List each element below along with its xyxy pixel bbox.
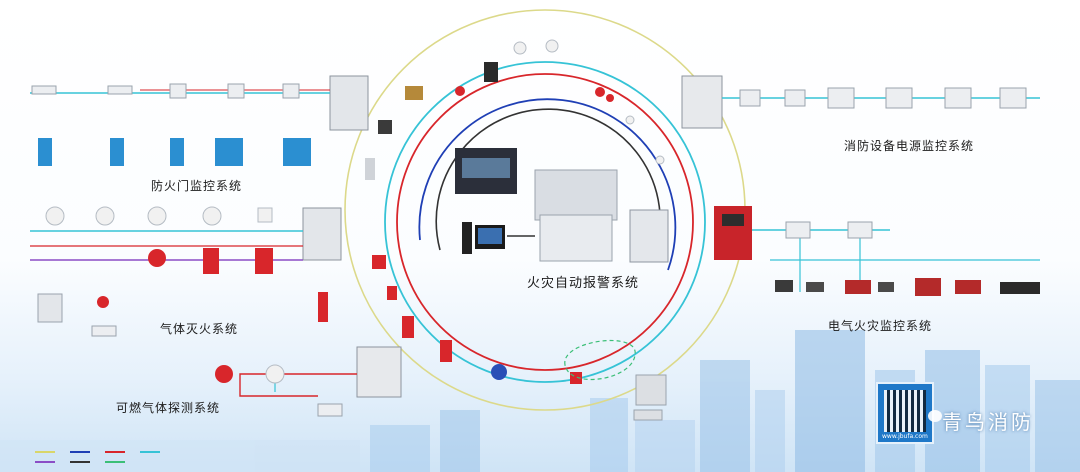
- blue-bus-arc: [418, 98, 677, 271]
- current-transformers: [775, 278, 1040, 296]
- fire-door-modules: [31, 83, 300, 99]
- fire-door-leaves: [38, 138, 311, 166]
- gas-sensor-white: [265, 364, 285, 384]
- gas-sensor-red: [215, 365, 233, 383]
- gas-detectors: [45, 206, 273, 226]
- electrical-fire-label: 电气火灾监控系统: [828, 319, 933, 333]
- combustible-gas-label: 可燃气体探测系统: [116, 401, 221, 415]
- cyan-bus-ring: [384, 61, 706, 383]
- gas-extinguish-panel: [302, 207, 342, 261]
- gas-cylinder: [318, 292, 328, 322]
- green-dashed-loop: [564, 339, 636, 380]
- electrical-modules: [785, 221, 873, 239]
- fire-door-label: 防火门监控系统: [151, 179, 243, 193]
- brand-watermark: www.jbufa.com 青鸟消防: [870, 378, 1070, 462]
- power-monitor-label: 消防设备电源监控系统: [844, 139, 975, 153]
- gas-extinguish-label: 气体灭火系统: [160, 322, 239, 336]
- fire-door-panel: [329, 75, 369, 131]
- power-monitor-modules: [739, 87, 1027, 109]
- dark-inner-arc: [435, 108, 662, 256]
- center-title: 火灾自动报警系统: [527, 276, 640, 291]
- red-bus-ring: [396, 73, 694, 371]
- gas-valve-module: [317, 403, 343, 417]
- qr-code: www.jbufa.com: [876, 382, 934, 444]
- power-monitor-panel: [681, 75, 723, 129]
- combustible-gas-panel: [356, 346, 402, 398]
- control-room: [455, 148, 618, 262]
- gas-alarms: [37, 248, 273, 337]
- legend-strip: [35, 451, 160, 463]
- fire-controller: [629, 209, 669, 263]
- brand-name: 青鸟消防: [942, 410, 1034, 434]
- wechat-icon: [928, 410, 942, 422]
- ring-devices: [365, 39, 667, 421]
- brand-url: www.jbufa.com: [882, 433, 928, 440]
